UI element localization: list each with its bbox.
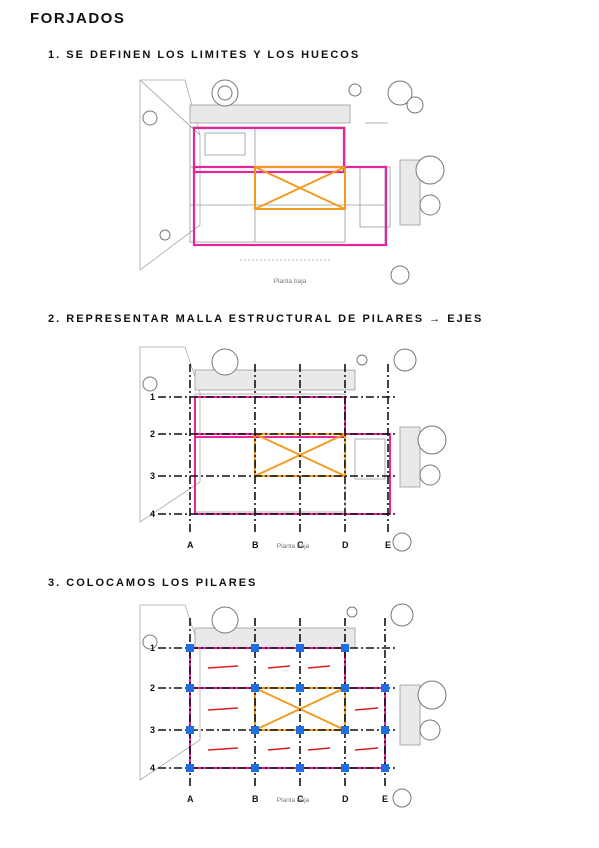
- tree-icon: [211, 606, 239, 634]
- tree-icon: [393, 348, 417, 372]
- pillar: [251, 726, 259, 734]
- plan-caption: Planta baja: [277, 797, 310, 804]
- tree-icon: [392, 532, 412, 552]
- span-arrow: [267, 665, 291, 669]
- floor-plan-1: Planta baja: [130, 75, 460, 290]
- pillar: [296, 684, 304, 692]
- step-number: 1.: [48, 49, 62, 61]
- tree-icon: [415, 155, 445, 185]
- axis-labels: 1 2 3 4 A B C D E: [150, 392, 391, 550]
- step-number: 2.: [48, 313, 62, 325]
- axis-label-col: B: [252, 794, 259, 804]
- tree-icon: [417, 425, 447, 455]
- pillar: [186, 684, 194, 692]
- tree-icon: [142, 634, 158, 650]
- pillar: [251, 684, 259, 692]
- axis-label-row: 3: [150, 471, 155, 481]
- axis-label-row: 4: [150, 763, 155, 773]
- pillar: [341, 644, 349, 652]
- axis-label-col: E: [385, 540, 391, 550]
- trees: [142, 348, 447, 552]
- plan-caption: Planta baja: [277, 543, 310, 550]
- axis-label-row: 1: [150, 392, 155, 402]
- floor-boundary: [192, 126, 346, 174]
- tree-icon: [419, 464, 441, 486]
- pillar: [296, 764, 304, 772]
- trees: [142, 603, 447, 808]
- tree-icon: [142, 110, 158, 126]
- axis-label-col: C: [297, 794, 304, 804]
- plan-base: [139, 604, 421, 781]
- step-text: SE DEFINEN LOS LIMITES Y LOS HUECOS: [66, 49, 361, 61]
- axis-label-col: C: [297, 540, 304, 550]
- pillar: [341, 764, 349, 772]
- axis-labels: 1 2 3 4 A B C D E: [150, 643, 388, 804]
- plan-caption: Planta baja: [274, 278, 307, 285]
- step-3-heading: 3. COLOCAMOS LOS PILARES: [48, 577, 257, 589]
- tree-icon: [356, 354, 368, 366]
- pillar: [251, 764, 259, 772]
- tree-icon: [159, 229, 171, 241]
- step-text: COLOCAMOS LOS PILARES: [66, 577, 258, 589]
- axis-grid: [158, 364, 395, 532]
- tree-icon: [419, 194, 441, 216]
- span-arrow: [207, 747, 239, 751]
- floor-plan-2: 1 2 3 4 A B C D E Planta baja: [130, 342, 460, 557]
- pillar: [381, 726, 389, 734]
- pillar: [186, 764, 194, 772]
- pillar: [341, 684, 349, 692]
- tree-icon: [346, 606, 358, 618]
- tree-icon-inner: [217, 85, 233, 101]
- axis-label-row: 3: [150, 725, 155, 735]
- tree-icon: [392, 788, 412, 808]
- axis-label-col: D: [342, 540, 349, 550]
- axis-label-row: 2: [150, 429, 155, 439]
- span-arrow: [207, 707, 239, 711]
- tree-icon: [387, 80, 413, 106]
- span-arrows: [207, 665, 379, 751]
- pillars: [186, 644, 389, 772]
- span-arrow: [267, 747, 291, 751]
- tree-icon: [417, 680, 447, 710]
- step-1-heading: 1. SE DEFINEN LOS LIMITES Y LOS HUECOS: [48, 49, 360, 61]
- span-arrow: [354, 707, 379, 711]
- pillar: [296, 726, 304, 734]
- pillar: [381, 764, 389, 772]
- void-marker: [254, 166, 346, 210]
- axis-label-col: A: [187, 794, 194, 804]
- tree-icon: [211, 348, 239, 376]
- span-arrow: [354, 747, 379, 751]
- axis-label-row: 4: [150, 509, 155, 519]
- tree-icon: [406, 96, 424, 114]
- pillar: [251, 644, 259, 652]
- floor-boundary-lower: [192, 165, 388, 247]
- tree-icon: [142, 376, 158, 392]
- axis-label-row: 2: [150, 683, 155, 693]
- step-number: 3.: [48, 577, 62, 589]
- plan-base: [139, 79, 421, 271]
- axis-label-col: B: [252, 540, 259, 550]
- span-arrow: [307, 665, 331, 669]
- span-arrow: [307, 747, 331, 751]
- span-arrow: [207, 665, 239, 669]
- axis-label-col: A: [187, 540, 194, 550]
- tree-icon: [390, 265, 410, 285]
- tree-icon: [390, 603, 414, 627]
- step-text: REPRESENTAR MALLA ESTRUCTURAL DE PILARES…: [66, 313, 484, 325]
- tree-icon: [419, 719, 441, 741]
- boundary: [194, 396, 391, 515]
- pillar: [341, 726, 349, 734]
- page-title: FORJADOS: [30, 10, 126, 27]
- step-2-heading: 2. REPRESENTAR MALLA ESTRUCTURAL DE PILA…: [48, 313, 483, 325]
- pillar: [186, 726, 194, 734]
- pillar: [186, 644, 194, 652]
- axis-label-col: E: [382, 794, 388, 804]
- tree-icon: [348, 83, 362, 97]
- floor-plan-3: 1 2 3 4 A B C D E Planta baja: [130, 600, 460, 815]
- pillar: [296, 644, 304, 652]
- axis-label-col: D: [342, 794, 349, 804]
- axis-label-row: 1: [150, 643, 155, 653]
- pillar: [381, 684, 389, 692]
- trees: [142, 79, 445, 285]
